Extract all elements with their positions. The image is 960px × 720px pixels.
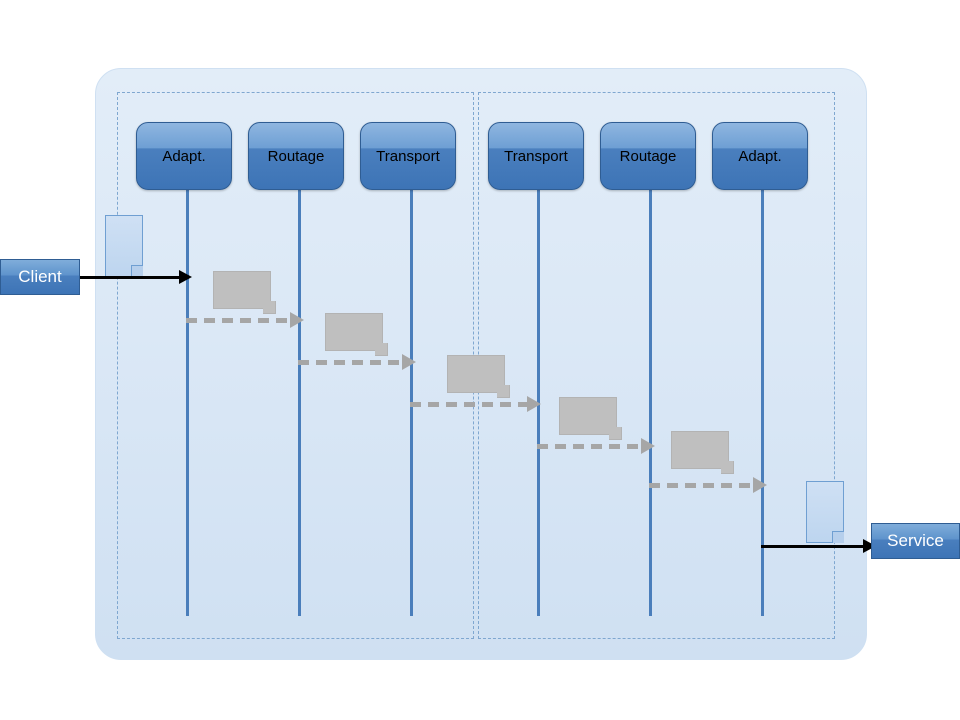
layer-label: Routage: [619, 147, 677, 165]
lifeline-adapt-left: [186, 188, 189, 616]
layer-box-adapt-right[interactable]: Adapt.: [712, 122, 808, 190]
arrowhead-icon: [179, 270, 192, 284]
layer-label: Transport: [376, 147, 440, 165]
message-box-m4: [447, 355, 510, 398]
endpoint-label-text: Client: [18, 267, 62, 286]
lifeline-routage-left: [298, 188, 301, 616]
arrowhead-icon: [641, 438, 655, 454]
arrowhead-icon: [402, 354, 416, 370]
layer-label: Adapt.: [738, 147, 782, 165]
layer-box-adapt-left[interactable]: Adapt.: [136, 122, 232, 190]
note-client: [105, 215, 143, 277]
layer-box-transport-left[interactable]: Transport: [360, 122, 456, 190]
message-box-m2: [213, 271, 276, 314]
endpoint-client[interactable]: Client: [0, 259, 80, 295]
arrow-adapt-to-service: [761, 539, 876, 553]
arrow-routage-to-transport: [298, 354, 416, 370]
arrow-client-to-adapt: [80, 270, 192, 284]
arrow-routage-to-adapt: [649, 477, 767, 493]
layer-label: Routage: [267, 147, 325, 165]
layer-box-routage-right[interactable]: Routage: [600, 122, 696, 190]
layer-box-transport-right[interactable]: Transport: [488, 122, 584, 190]
layer-label: Transport: [504, 147, 568, 165]
arrow-adapt-to-routage: [186, 312, 304, 328]
layer-box-routage-left[interactable]: Routage: [248, 122, 344, 190]
layer-label: Adapt.: [162, 147, 206, 165]
lifeline-routage-right: [649, 188, 652, 616]
arrowhead-icon: [527, 396, 541, 412]
endpoint-label-text: Service: [887, 531, 944, 550]
message-box-m6: [671, 431, 734, 474]
lifeline-adapt-right: [761, 188, 764, 616]
arrow-transport-to-transport: [410, 396, 541, 412]
arrowhead-icon: [290, 312, 304, 328]
note-service: [806, 481, 844, 543]
message-box-m3: [325, 313, 388, 356]
arrow-transport-to-routage: [537, 438, 655, 454]
message-box-m5: [559, 397, 622, 440]
arrowhead-icon: [753, 477, 767, 493]
endpoint-service[interactable]: Service: [871, 523, 960, 559]
